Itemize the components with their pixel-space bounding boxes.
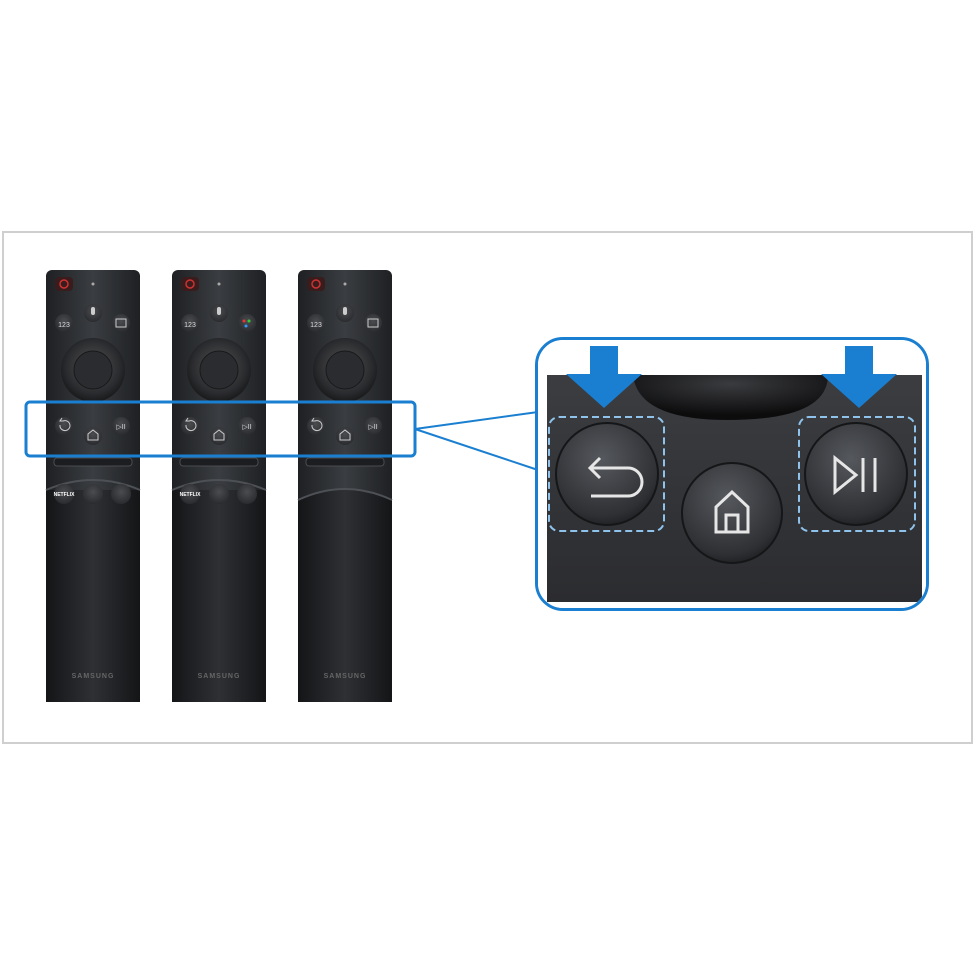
zoom-panel	[535, 337, 929, 611]
back-icon	[591, 466, 644, 498]
svg-text:▷II: ▷II	[242, 424, 251, 431]
connector-line-bottom	[414, 428, 539, 471]
brand-logo: SAMSUNG	[324, 673, 367, 680]
down-arrow-left	[566, 346, 642, 408]
back-button-zoom	[548, 416, 665, 532]
home-button-zoom	[681, 462, 783, 564]
brand-logo: SAMSUNG	[72, 673, 115, 680]
netflix-button-label: NETFLIX	[54, 492, 75, 498]
color-key-label: 123	[184, 322, 196, 329]
remote-1: 123 ▷II NETFLIX SAMSUNG	[45, 270, 141, 702]
svg-text:▷II: ▷II	[116, 424, 125, 431]
play-pause-icon	[833, 454, 859, 496]
connector-line-top	[414, 411, 539, 430]
brand-logo: SAMSUNG	[198, 673, 241, 680]
play-pause-button-zoom	[798, 416, 916, 532]
svg-text:▷II: ▷II	[368, 424, 377, 431]
remote-3: 123 ▷II SAMSUNG	[297, 270, 393, 702]
zoomed-wheel	[633, 375, 828, 420]
home-icon	[714, 489, 750, 534]
down-arrow-right	[821, 346, 897, 408]
color-key-label: 123	[58, 322, 70, 329]
remote-2: 123 ▷II NETFLIX SAMSUNG	[171, 270, 267, 702]
netflix-button-label: NETFLIX	[180, 492, 201, 498]
color-key-label: 123	[310, 322, 322, 329]
